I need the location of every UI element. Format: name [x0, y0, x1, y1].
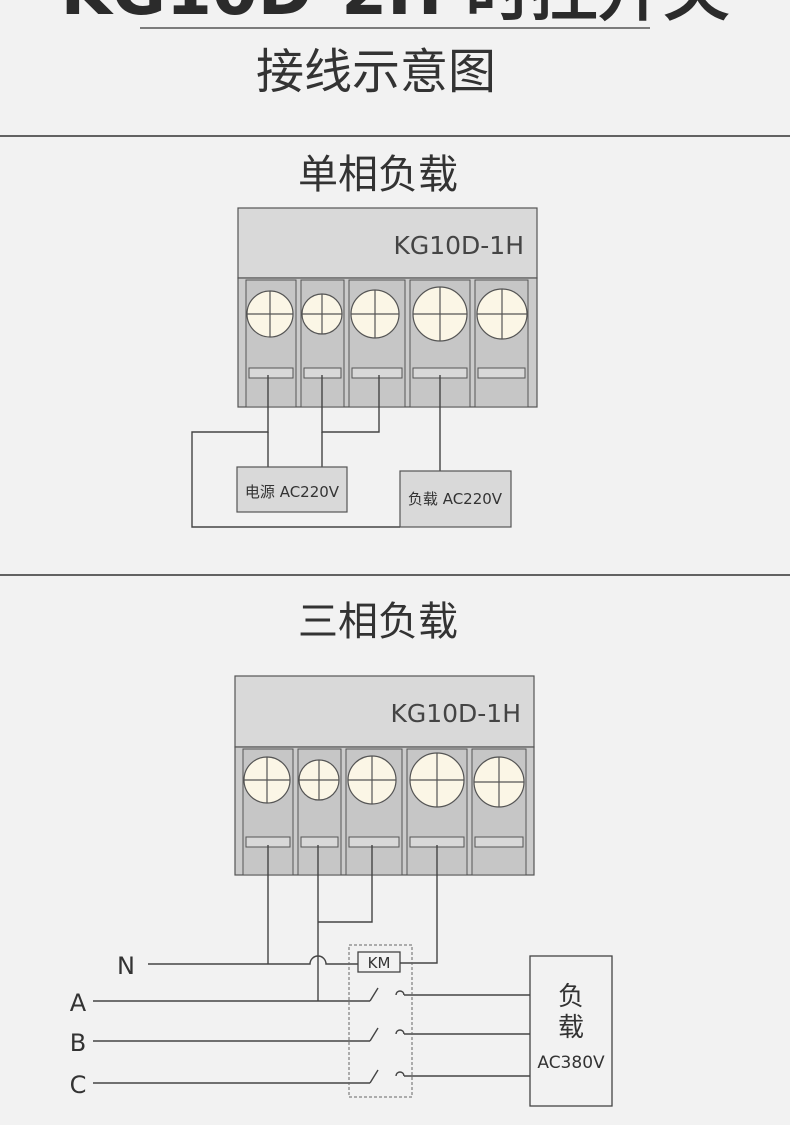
three-phase-device: KG10D-1H [234, 675, 535, 876]
load-char-1: 负 [558, 982, 584, 1012]
terminal-clamp [300, 836, 339, 848]
single-phase-wires [191, 375, 441, 528]
terminal-clamp [351, 367, 403, 379]
device-model-label: KG10D-1H [390, 699, 521, 728]
terminal-3 [345, 748, 403, 876]
power-box [236, 466, 348, 513]
terminal-5 [471, 748, 527, 876]
contact-arc-b [395, 1029, 405, 1035]
terminal-clamp [477, 367, 526, 379]
wire-t1 [191, 375, 400, 528]
top-title-fragment: KG10D-2H 时控开关 [61, 0, 730, 30]
power-box-label: 电源 AC220V [245, 483, 340, 501]
terminal-strip [242, 748, 527, 876]
terminal-3 [348, 279, 406, 408]
single-phase-device: KG10D-1H [237, 207, 538, 408]
wire-t2-t3 [321, 375, 380, 433]
load-box-label: 负载 AC220V [408, 490, 503, 508]
terminal-strip [245, 279, 529, 408]
terminal-1 [245, 279, 297, 408]
contact-arc-a [395, 990, 405, 996]
three-phase-wires [93, 845, 530, 1084]
line-label-a: A [70, 989, 87, 1017]
km-label: KM [368, 954, 391, 972]
device-top-panel [237, 207, 538, 279]
terminal-2 [297, 748, 342, 876]
three-phase-load-box [529, 955, 613, 1107]
contact-arc-c [395, 1071, 405, 1077]
load-box [399, 470, 512, 528]
contactor-outline [348, 944, 413, 1098]
terminal-5 [474, 279, 529, 408]
terminal-clamp [248, 367, 294, 379]
line-label-c: C [70, 1071, 87, 1099]
wire-t2-t3 [318, 845, 373, 923]
line-n [148, 955, 358, 965]
single-phase-title: 单相负载 [298, 152, 458, 198]
three-phase-title: 三相负载 [298, 599, 458, 645]
km-coil [357, 951, 401, 973]
contact-c [369, 1069, 379, 1084]
page-title: 接线示意图 [256, 44, 496, 100]
line-label-b: B [70, 1029, 86, 1057]
contact-b [369, 1027, 379, 1042]
line-label-n: N [117, 952, 135, 980]
contact-a [369, 987, 379, 1002]
load-char-2: 载 [558, 1013, 584, 1043]
terminal-clamp [348, 836, 400, 848]
load-voltage-label: AC380V [537, 1053, 605, 1073]
device-model-label: KG10D-1H [393, 231, 524, 260]
terminal-clamp [474, 836, 524, 848]
device-top-panel [234, 675, 535, 748]
